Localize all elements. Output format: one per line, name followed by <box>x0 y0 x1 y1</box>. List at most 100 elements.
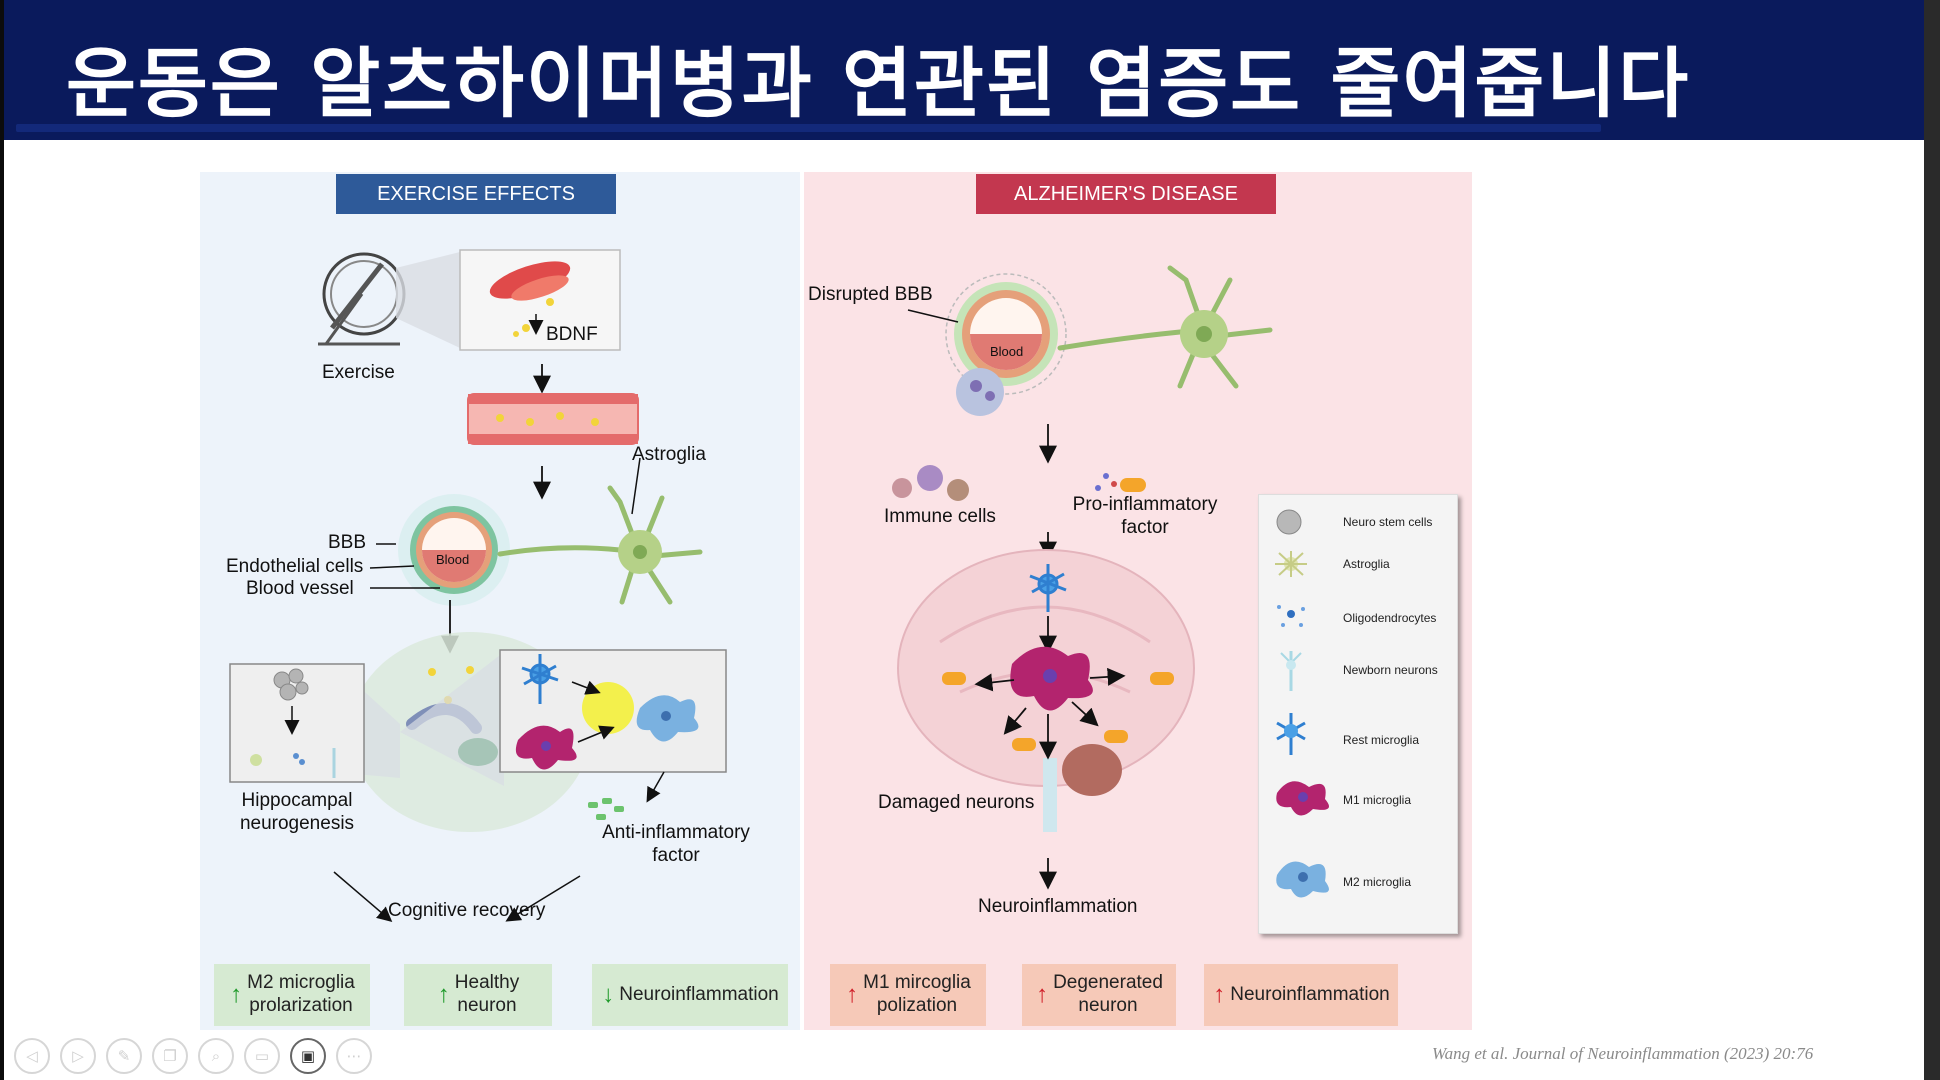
immune-cells-icon <box>892 465 969 501</box>
pro-inflammatory-line-2: factor <box>1121 516 1169 538</box>
neuron-right-icon <box>1057 265 1273 389</box>
subtitle-icon[interactable]: ▭ <box>244 1038 280 1074</box>
rest-microglia-legend-icon <box>1271 709 1311 763</box>
cognitive-recovery-label: Cognitive recovery <box>388 900 546 921</box>
disrupted-bbb-icon <box>945 273 1067 416</box>
zoom-icon[interactable]: ⌕ <box>198 1038 234 1074</box>
stem-cell-icon <box>1271 507 1307 541</box>
blood-vessel-label: Blood vessel <box>246 578 354 599</box>
neuroinflammation-label: Neuroinflammation <box>978 896 1138 917</box>
title-bar: 운동은 알츠하이머병과 연관된 염증도 줄여줍니다 <box>4 0 1924 140</box>
camera-icon[interactable]: ▣ <box>290 1038 326 1074</box>
rest-microglia-right-icon <box>1029 564 1067 612</box>
m1-microglia-icon <box>515 725 577 770</box>
slideshow-toolbar: ◁ ▷ ✎ ❐ ⌕ ▭ ▣ ⋯ <box>14 1038 372 1074</box>
citation: Wang et al. Journal of Neuroinflammation… <box>1432 1044 1814 1063</box>
damaged-neurons-label: Damaged neurons <box>878 792 1035 813</box>
legend-m1-microglia: M1 microglia <box>1343 793 1412 807</box>
summary-neuroinflammation-down: ↓ Neuroinflammation <box>592 964 788 1026</box>
summary-neuro-down-text: Neuroinflammation <box>619 983 779 1005</box>
m1-microglia-legend-icon <box>1271 771 1341 821</box>
legend-neuro-stem-cells: Neuro stem cells <box>1343 515 1433 529</box>
muscle-icon <box>489 261 571 337</box>
legend-m2-microglia: M2 microglia <box>1343 875 1412 889</box>
legend-newborn-neurons: Newborn neurons <box>1343 663 1438 677</box>
oligodendrocyte-icon <box>1271 597 1311 635</box>
anti-inflammatory-label: Anti-inflammatory factor <box>586 822 766 868</box>
rest-microglia-icon <box>521 654 559 704</box>
legend-rest-microglia: Rest microglia <box>1343 733 1420 747</box>
bbb-vessel-icon <box>398 494 510 606</box>
title-underline <box>16 124 1601 132</box>
anti-inflammatory-line-1: Anti-inflammatory <box>602 822 750 843</box>
m2-microglia-legend-icon <box>1271 851 1341 905</box>
zoom-wedge <box>396 252 460 348</box>
summary-neuroinflammation-up: ↑ Neuroinflammation <box>1204 964 1398 1026</box>
hippocampal-line-1: Hippocampal <box>241 790 353 811</box>
pro-inflammatory-label: Pro-inflammatory factor <box>1060 494 1230 540</box>
summary-neuro-up-text: Neuroinflammation <box>1230 983 1390 1005</box>
previous-icon[interactable]: ◁ <box>14 1038 50 1074</box>
m1-microglia-center-icon <box>1010 646 1093 711</box>
legend-astroglia: Astroglia <box>1343 557 1390 571</box>
blood-label-right: Blood <box>990 344 1024 359</box>
astroglia-icon <box>1271 549 1311 583</box>
anti-inflammatory-line-2: factor <box>652 844 700 866</box>
green-down-arrow-icon: ↓ <box>602 980 615 1008</box>
summary-m2-line-2: prolarization <box>249 995 353 1016</box>
bdnf-label: BDNF <box>546 324 598 345</box>
more-icon[interactable]: ⋯ <box>336 1038 372 1074</box>
hippocampal-line-2: neurogenesis <box>239 812 355 834</box>
blood-vessel-strip <box>467 393 639 445</box>
green-up-arrow-icon: ↑ <box>437 980 450 1008</box>
red-up-arrow-icon: ↑ <box>846 980 859 1008</box>
stem-cell-cluster-icon <box>273 668 309 701</box>
slide-title: 운동은 알츠하이머병과 연관된 염증도 줄여줍니다 <box>66 39 1691 128</box>
summary-degenerated-line-2: neuron <box>1078 995 1138 1016</box>
m2-microglia-icon <box>636 695 699 742</box>
anti-inflammatory-dots <box>588 798 624 820</box>
exercise-effects-header: EXERCISE EFFECTS <box>336 174 616 214</box>
summary-healthy-line-2: neuron <box>457 995 517 1016</box>
summary-healthy-line-1: Healthy <box>454 972 520 994</box>
blood-label-left: Blood <box>436 552 470 567</box>
slide: 운동은 알츠하이머병과 연관된 염증도 줄여줍니다 <box>4 0 1924 1080</box>
window-edge <box>1924 0 1940 1080</box>
activation-glow <box>582 682 634 734</box>
legend: Neuro stem cells Astroglia Oligodendrocy… <box>1258 494 1458 934</box>
endothelial-cells-label: Endothelial cells <box>226 556 364 577</box>
summary-m1-line-1: M1 mircoglia <box>863 972 971 994</box>
pen-icon[interactable]: ✎ <box>106 1038 142 1074</box>
astroglia-label: Astroglia <box>632 444 706 465</box>
exercise-label: Exercise <box>322 362 395 383</box>
figure-illustration <box>229 249 1273 922</box>
legend-oligodendrocytes: Oligodendrocytes <box>1343 611 1437 625</box>
disrupted-bbb-label: Disrupted BBB <box>808 284 933 305</box>
astroglia-cell-icon <box>497 485 703 605</box>
next-icon[interactable]: ▷ <box>60 1038 96 1074</box>
summary-m2-line-1: M2 microglia <box>247 972 355 994</box>
pro-inflammatory-line-1: Pro-inflammatory <box>1072 494 1218 515</box>
immune-cells-label: Immune cells <box>884 506 996 527</box>
red-up-arrow-icon: ↑ <box>1213 980 1226 1008</box>
summary-degenerated-line-1: Degenerated <box>1053 972 1163 994</box>
bbb-label: BBB <box>328 532 367 553</box>
summary-m1-line-2: polization <box>876 995 958 1016</box>
pro-inflammatory-icon <box>1095 473 1146 492</box>
green-up-arrow-icon: ↑ <box>230 980 243 1008</box>
alzheimers-disease-header: ALZHEIMER'S DISEASE <box>976 174 1276 214</box>
newborn-neuron-icon <box>1271 645 1311 699</box>
red-up-arrow-icon: ↑ <box>1036 980 1049 1008</box>
hippocampal-neurogenesis-label: Hippocampal neurogenesis <box>230 790 364 836</box>
exercise-wheel-icon <box>318 252 406 346</box>
copy-icon[interactable]: ❐ <box>152 1038 188 1074</box>
pro-inflammatory-markers <box>942 672 1174 751</box>
